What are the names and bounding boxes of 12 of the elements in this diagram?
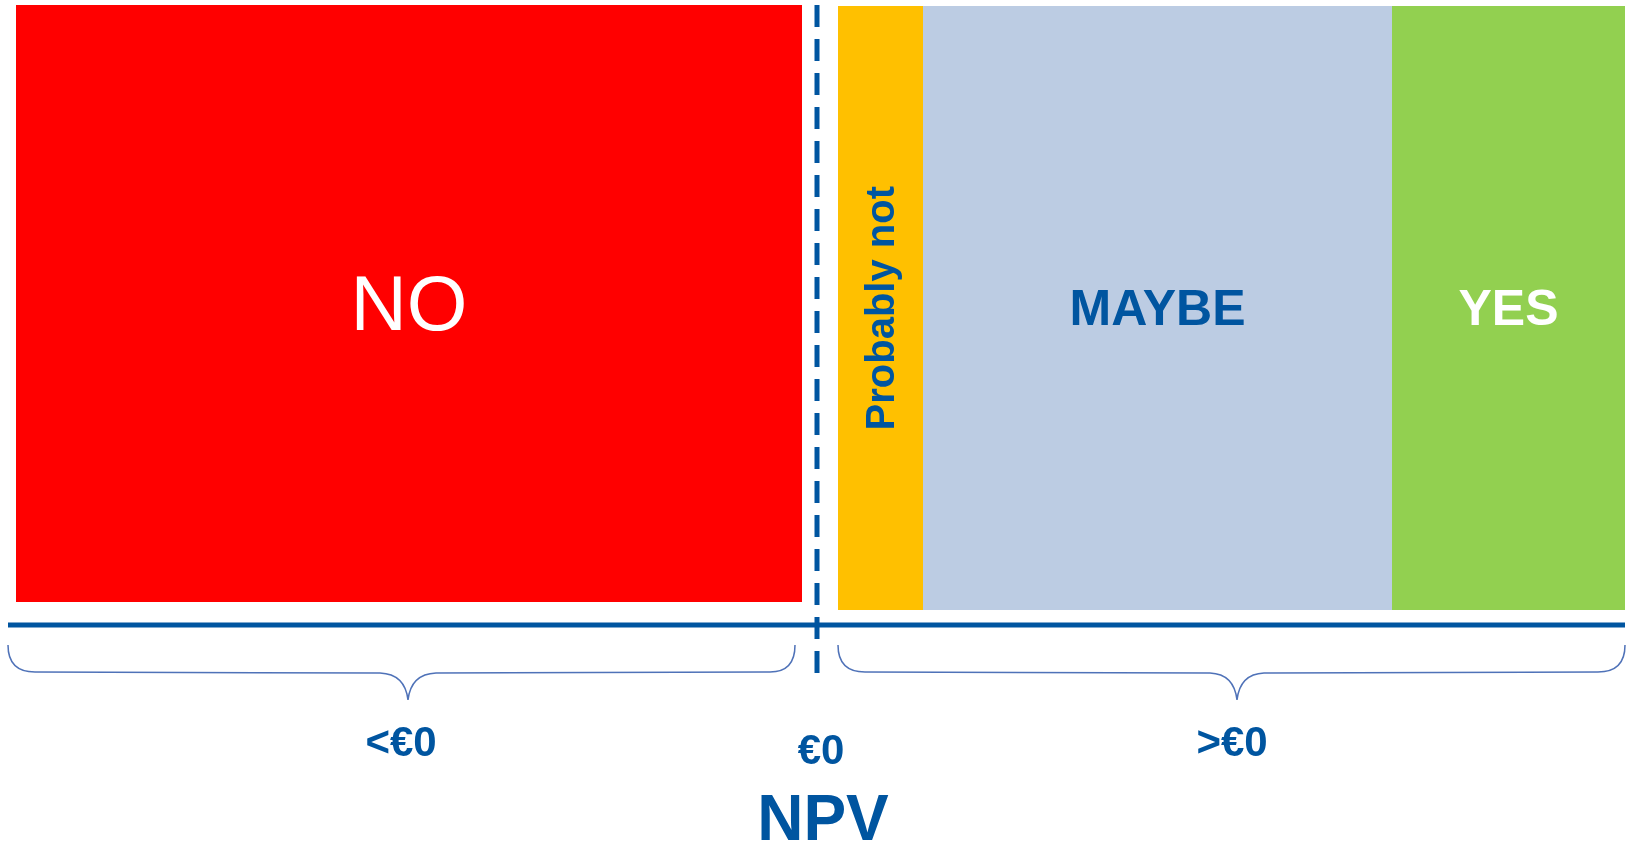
area-label: Probably not [858, 185, 903, 431]
decision-area [923, 6, 1392, 610]
axis-tick-label: €0 [797, 726, 845, 774]
decision-area [16, 5, 802, 602]
area-label: MAYBE [1069, 279, 1246, 337]
axis-range-label: <€0 [365, 718, 437, 766]
decision-area [838, 6, 923, 610]
area-label: YES [1458, 279, 1559, 337]
area-label: NO [350, 258, 468, 349]
decision-area [1392, 6, 1625, 610]
axis-range-label: >€0 [1196, 718, 1268, 766]
axis-title: NPV [757, 781, 889, 850]
